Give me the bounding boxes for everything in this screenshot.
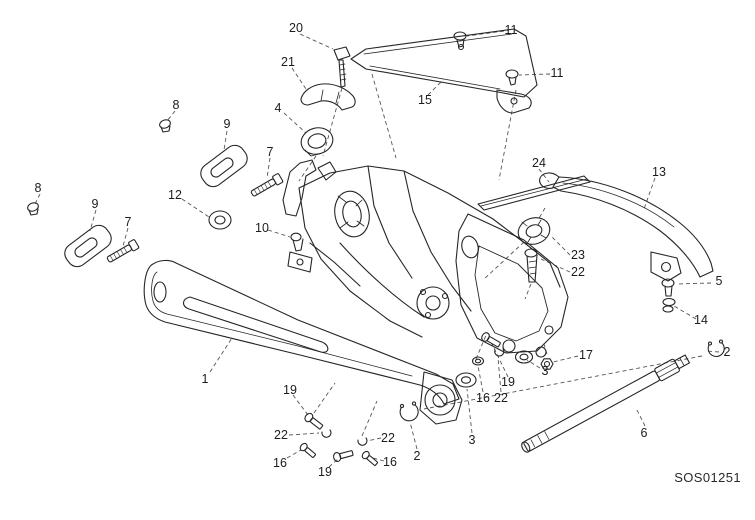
- part-callout-19: 19: [283, 382, 297, 397]
- cap-part-4: [300, 127, 334, 157]
- diagram-code: SOS01251: [674, 470, 741, 485]
- part-callout-4: 4: [274, 100, 282, 115]
- front-bracket: [282, 159, 337, 217]
- part-callout-16: 16: [383, 454, 397, 469]
- part-callout-9: 9: [223, 116, 231, 131]
- part-callout-3: 3: [468, 432, 476, 447]
- left-fastener-cluster: [299, 412, 378, 466]
- bearing-part-12: [208, 210, 232, 230]
- slider-pad-part-21: [300, 83, 356, 111]
- screws-part-11: [453, 31, 519, 86]
- part-callout-11: 11: [504, 22, 518, 37]
- screw-part-7-upper: [250, 173, 284, 197]
- part-callout-11: 11: [550, 65, 564, 80]
- part-callout-20: 20: [289, 20, 303, 35]
- part-callout-24: 24: [532, 155, 546, 170]
- part-callout-2: 2: [413, 448, 421, 463]
- part-callout-8: 8: [34, 180, 42, 195]
- nut-part-8-upper: [159, 119, 171, 133]
- circlip-part-2-right: [707, 339, 725, 358]
- screw-part-5-washers-part-14: [661, 278, 676, 313]
- part-callout-22: 22: [494, 390, 508, 405]
- circlip-part-2-left: [399, 401, 419, 422]
- upper-guard-part-15: [350, 28, 538, 114]
- swingarm-front-body: [298, 165, 561, 338]
- pivot-boss: [334, 190, 479, 259]
- part-callout-3: 3: [541, 363, 549, 378]
- adjuster-disc-part-23: [517, 217, 551, 245]
- slider-shoe-part-9-lower: [64, 224, 112, 268]
- part-callout-13: 13: [652, 164, 666, 179]
- adjuster-bolt-part-22: [524, 248, 538, 283]
- part-callout-9: 9: [91, 196, 99, 211]
- bolt-part-10: [290, 232, 304, 252]
- chain-guard-part-13: [539, 172, 714, 282]
- wheel-axle-mount: [419, 371, 463, 425]
- part-callout-16: 16: [273, 455, 287, 470]
- part-callout-5: 5: [715, 273, 723, 288]
- part-callout-19: 19: [318, 464, 332, 479]
- screw-part-7-lower: [106, 239, 140, 263]
- leader-lines: [34, 30, 720, 468]
- part-callout-7: 7: [266, 144, 274, 159]
- part-callout-1: 1: [201, 371, 209, 386]
- part-callout-7: 7: [124, 214, 132, 229]
- part-callout-14: 14: [694, 312, 708, 327]
- mid-fastener-cluster: [455, 332, 554, 388]
- slider-shoe-part-9-upper: [200, 144, 248, 188]
- part-callout-15: 15: [418, 92, 432, 107]
- part-callout-2: 2: [723, 344, 731, 359]
- part-callout-21: 21: [281, 54, 295, 69]
- part-callout-16: 16: [476, 390, 490, 405]
- part-callout-22: 22: [381, 430, 395, 445]
- bolt-mount-tab: [287, 251, 313, 273]
- part-callout-19: 19: [501, 374, 515, 389]
- nut-part-8-lower: [27, 202, 39, 216]
- swingarm-right-plate: [455, 213, 569, 358]
- part-callout-6: 6: [640, 425, 648, 440]
- part-callout-12: 12: [168, 187, 182, 202]
- chain-guide-boss: [416, 286, 450, 320]
- part-callout-22: 22: [274, 427, 288, 442]
- part-callout-10: 10: [255, 220, 269, 235]
- axle-part-6: [521, 354, 691, 453]
- bolt-part-20: [333, 46, 351, 88]
- part-callout-8: 8: [172, 97, 180, 112]
- part-callout-23: 23: [571, 247, 585, 262]
- part-callout-22: 22: [571, 264, 585, 279]
- part-callout-17: 17: [579, 347, 593, 362]
